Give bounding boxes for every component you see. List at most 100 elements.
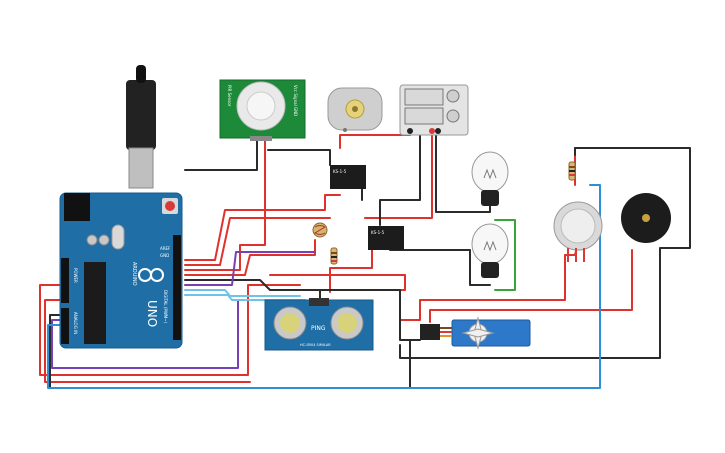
digital-header[interactable]: [173, 235, 181, 340]
ultrasonic-sensor[interactable]: PING HC-SR04 SIMILAR: [264, 298, 374, 351]
wire-purple[interactable]: [51, 299, 239, 369]
gnd-label: GND: [160, 253, 169, 258]
motor-shaft: [352, 106, 358, 112]
wire-black[interactable]: [435, 131, 491, 213]
wire-black[interactable]: [389, 249, 491, 286]
servo-connector[interactable]: [420, 324, 440, 340]
analog-label: ANALOG IN: [73, 312, 78, 334]
wire-red[interactable]: [364, 131, 433, 219]
transducer-right-inner: [337, 313, 357, 333]
wire-red[interactable]: [44, 299, 251, 383]
wire-red[interactable]: [269, 274, 406, 291]
wire-cyan[interactable]: [184, 289, 301, 297]
psu-display-top: [404, 88, 444, 106]
resistor-band: [331, 256, 337, 258]
pir-label-left: PIR Sensor: [227, 85, 232, 107]
relay-body: [330, 165, 366, 189]
relay-body: [368, 226, 404, 250]
sound-sensor[interactable]: [553, 201, 603, 262]
pir-label-right: Vcc Signal GND: [293, 85, 298, 116]
resistor-band: [331, 252, 337, 254]
wire-red[interactable]: [184, 194, 341, 261]
light-bulb-1[interactable]: [471, 151, 509, 206]
wire-blue[interactable]: [47, 184, 601, 389]
ultrasonic-pins[interactable]: [309, 298, 329, 306]
resistor-band: [331, 260, 337, 262]
wire-red[interactable]: [429, 249, 633, 323]
relay-label: KS-1-5: [333, 169, 347, 174]
wire-red[interactable]: [184, 139, 266, 271]
mic-grille: [560, 208, 596, 244]
capacitor: [98, 234, 110, 246]
wire-black[interactable]: [379, 131, 421, 226]
wire-green[interactable]: [494, 219, 516, 291]
bulb-filament: [483, 168, 497, 180]
resistor[interactable]: [568, 161, 576, 181]
capacitor: [86, 234, 98, 246]
psu-terminal-negative[interactable]: [435, 128, 441, 134]
usb-cable-plug: [126, 80, 156, 150]
relay-label: KS-1-5: [371, 230, 385, 235]
crystal: [111, 224, 125, 250]
psu-knob-voltage[interactable]: [446, 89, 460, 103]
pir-dome-inner: [246, 91, 276, 121]
arduino-logo-right: [150, 268, 164, 282]
bulb-base: [481, 190, 499, 206]
ultrasonic-name: PING: [311, 325, 326, 332]
buzzer-center: [642, 214, 650, 222]
wire-black[interactable]: [267, 149, 331, 166]
microcontroller-chip: [84, 262, 106, 344]
motor-terminal: [343, 128, 347, 132]
wire-red[interactable]: [339, 134, 411, 149]
servo-wire-red: [440, 331, 452, 333]
psu-terminal-ground[interactable]: [407, 128, 413, 134]
aref-label: AREF: [160, 246, 171, 251]
servo-wire-orange: [440, 335, 452, 337]
wire-red[interactable]: [39, 284, 301, 376]
relay-2[interactable]: KS-1-5: [368, 226, 404, 250]
arduino-uno-board[interactable]: UNO ARDUINO DIGITAL (PWM~) AREF GND POWE…: [59, 65, 183, 349]
ultrasonic-sub-label: HC-SR04 SIMILAR: [300, 343, 331, 347]
resistor-band: [569, 166, 575, 168]
relay-1[interactable]: KS-1-5: [330, 165, 366, 189]
pir-pins[interactable]: [250, 136, 272, 141]
wire-red[interactable]: [184, 217, 331, 266]
resistor-band: [569, 174, 575, 176]
bulb-base: [481, 262, 499, 278]
psu-terminal-positive[interactable]: [429, 128, 435, 134]
usb-cable: [136, 65, 146, 83]
psu-knob-current[interactable]: [446, 109, 460, 123]
power-label: POWER: [73, 268, 78, 283]
light-bulb-2[interactable]: [471, 223, 509, 278]
brand-label: ARDUINO: [131, 262, 137, 286]
wire-red[interactable]: [184, 239, 316, 276]
bulb-glass: [471, 223, 509, 265]
servo-horn-arm[interactable]: [461, 328, 495, 338]
dc-motor[interactable]: [327, 87, 383, 132]
board-name: UNO: [145, 300, 159, 327]
ldr-track: [314, 225, 326, 235]
power-jack: [64, 193, 90, 221]
resistor[interactable]: [330, 247, 338, 265]
bulb-filament: [483, 240, 497, 252]
usb-cable-connector: [128, 147, 154, 189]
analog-header[interactable]: [61, 308, 69, 344]
servo-wire-brown: [440, 327, 452, 329]
wires: [39, 129, 691, 389]
piezo-buzzer[interactable]: [621, 193, 671, 243]
resistor-band: [569, 170, 575, 172]
photoresistor[interactable]: [312, 222, 328, 238]
wire-black[interactable]: [184, 139, 258, 171]
power-supply[interactable]: [399, 84, 469, 136]
wire-black[interactable]: [399, 147, 691, 359]
psu-display-bottom: [404, 107, 444, 125]
bulb-glass: [471, 151, 509, 193]
power-header[interactable]: [61, 258, 69, 303]
wire-purple[interactable]: [184, 251, 316, 286]
reset-button-cap[interactable]: [165, 201, 175, 211]
transducer-left-inner: [280, 313, 300, 333]
servo-motor[interactable]: [420, 316, 531, 350]
wire-black[interactable]: [184, 279, 421, 341]
pir-motion-sensor[interactable]: PIR Sensor Vcc Signal GND: [219, 79, 306, 141]
